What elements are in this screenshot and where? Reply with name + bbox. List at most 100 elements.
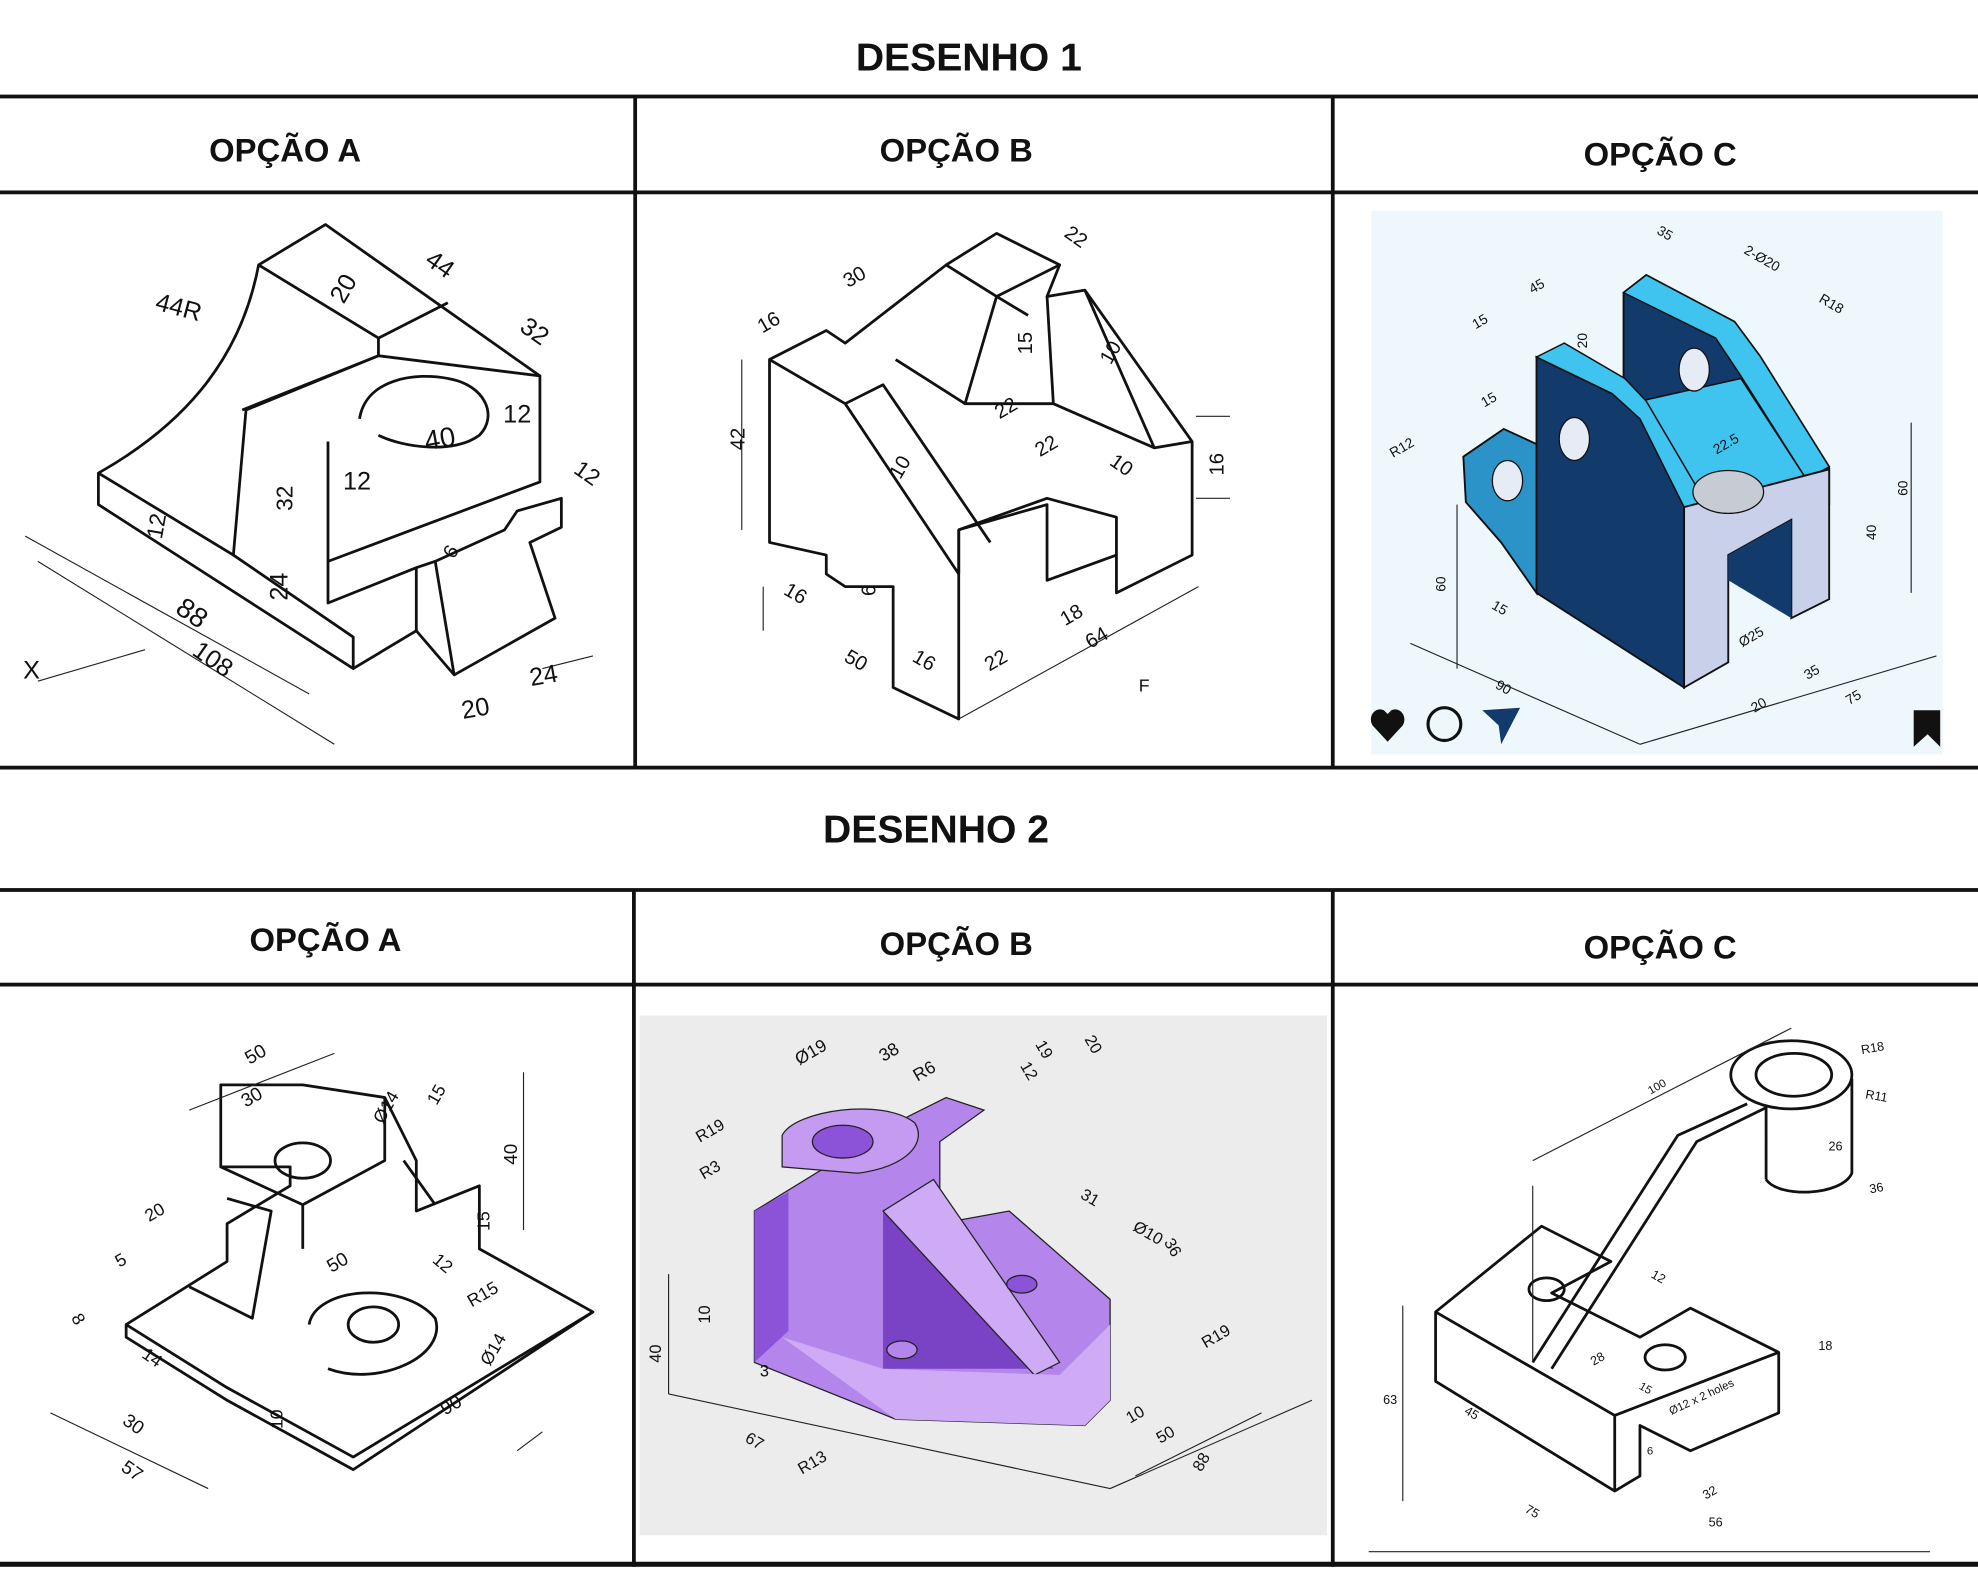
dimension-label: 60 — [1894, 480, 1910, 496]
comment-icon[interactable] — [1426, 706, 1463, 743]
drawing-2-option-a-header: OPÇÃO A — [249, 920, 402, 959]
dimension-label: 30 — [118, 1410, 147, 1439]
dimension-label: R11 — [1864, 1087, 1888, 1105]
divider — [0, 190, 1978, 195]
dimension-label: 15 — [473, 1211, 493, 1231]
dimension-label: 24 — [527, 660, 559, 692]
drawing-2-option-c-header: OPÇÃO C — [1583, 928, 1737, 967]
dimension-label: 40 — [647, 1344, 665, 1362]
dimension-label: 108 — [187, 636, 238, 683]
dimension-label: 60 — [1433, 576, 1449, 592]
dimension-label: 24 — [266, 573, 294, 601]
dimension-label: Ø14 — [476, 1330, 510, 1369]
dimension-label: 35 — [1801, 661, 1823, 683]
drawing-1-title: DESENHO 1 — [855, 35, 1082, 80]
dimension-label: 36 — [1868, 1180, 1884, 1196]
dimension-label: 12 — [343, 467, 371, 495]
divider — [0, 765, 1978, 770]
heart-icon[interactable] — [1370, 709, 1405, 742]
dimension-label: 3 — [760, 1362, 769, 1380]
dimension-label: 100 — [1646, 1077, 1668, 1097]
dimension-label: 40 — [422, 421, 458, 457]
dimension-label: 32 — [272, 486, 298, 511]
dimension-label: 35 — [1654, 222, 1676, 244]
drawing-2-title: DESENHO 2 — [823, 807, 1050, 852]
dimension-label: 42 — [727, 428, 749, 450]
dimension-label: 50 — [242, 1041, 271, 1070]
column-divider — [632, 890, 636, 1567]
dimension-label: 56 — [1709, 1515, 1723, 1529]
dimension-label: R18 — [1860, 1039, 1885, 1057]
dimension-label: 75 — [1842, 686, 1864, 708]
send-icon[interactable] — [1482, 707, 1521, 745]
dimension-label: 6 — [858, 585, 880, 596]
dimension-label: 44R — [153, 288, 205, 327]
dimension-label: 90 — [1493, 676, 1515, 698]
dimension-label: 12 — [503, 401, 531, 429]
dimension-label: 6 — [1647, 1446, 1653, 1458]
dimension-label: 45 — [1462, 1404, 1481, 1423]
dimension-label: 57 — [117, 1457, 146, 1486]
dimension-label: 40 — [1863, 524, 1879, 540]
dimension-label: 44 — [420, 245, 459, 284]
column-divider — [1330, 890, 1335, 1567]
dimension-label: 10 — [1106, 450, 1137, 481]
dimension-label: 15 — [1637, 1380, 1654, 1397]
dimension-label: 16 — [1207, 453, 1229, 475]
dimension-label: 40 — [501, 1144, 522, 1165]
drawing-1-option-a-header: OPÇÃO A — [209, 131, 362, 170]
dimension-label: 8 — [67, 1310, 89, 1329]
divider — [0, 94, 1978, 99]
dimension-label: 12 — [1649, 1267, 1668, 1286]
dimension-label: 30 — [840, 262, 870, 292]
dimension-label: R15 — [464, 1277, 502, 1311]
drawing-2-option-b-render — [639, 1015, 1328, 1536]
drawing-2-option-b-header: OPÇÃO B — [879, 924, 1033, 963]
dimension-label: 22 — [1060, 222, 1091, 253]
dimension-label: 30 — [238, 1083, 267, 1112]
drawing-1-option-b-header: OPÇÃO B — [879, 131, 1033, 170]
dimension-label: 15 — [1478, 388, 1500, 410]
dimension-label: 16 — [780, 579, 810, 609]
dimension-label: 90 — [437, 1391, 466, 1420]
dimension-label: 20 — [1574, 333, 1590, 349]
divider — [0, 982, 1978, 987]
dimension-label: 28 — [1588, 1349, 1607, 1368]
dimension-label: 10 — [885, 452, 915, 482]
dimension-label: 12 — [570, 455, 606, 491]
dimension-label: 32 — [515, 312, 554, 351]
drawing-1-option-c-header: OPÇÃO C — [1583, 134, 1737, 173]
dimension-label: 63 — [1383, 1393, 1397, 1407]
dimension-label: 50 — [323, 1249, 352, 1278]
dimension-label: 18 — [1818, 1339, 1832, 1353]
dimension-label: 32 — [1700, 1483, 1719, 1502]
dimension-label: 20 — [141, 1198, 168, 1225]
divider — [0, 1561, 1978, 1567]
dimension-label: 22 — [991, 393, 1021, 423]
dimension-label: 12 — [141, 511, 171, 540]
dimension-label: 15 — [1015, 332, 1037, 354]
dimension-label: 88 — [171, 591, 214, 634]
drawing-1-option-b-sketch — [741, 231, 1230, 721]
bookmark-icon[interactable] — [1913, 710, 1941, 747]
dimension-label: 10 — [696, 1305, 714, 1323]
dimension-label: 5 — [111, 1249, 130, 1271]
column-divider — [1330, 97, 1335, 769]
dimension-label: 18 — [1057, 600, 1087, 630]
dimension-label: 45 — [1526, 275, 1548, 297]
drawing-1-option-a-sketch — [24, 223, 594, 745]
dimension-label: 10 — [267, 1409, 287, 1429]
dimension-label: 15 — [1469, 310, 1491, 332]
dimension-label: 22 — [1031, 431, 1061, 461]
dimension-label: 22 — [981, 646, 1011, 676]
dimension-label: 50 — [841, 646, 871, 676]
dimension-label: 15 — [423, 1081, 450, 1108]
drawing-2-option-a-sketch — [50, 1052, 595, 1490]
drawing-2-option-c-sketch — [1368, 1027, 1931, 1553]
drawing-1-option-c-render — [1370, 210, 1943, 755]
dimension-label: 12 — [429, 1249, 457, 1277]
dimension-label: 75 — [1523, 1502, 1542, 1521]
dimension-label: X — [23, 657, 40, 685]
dimension-label: 15 — [1489, 597, 1511, 619]
